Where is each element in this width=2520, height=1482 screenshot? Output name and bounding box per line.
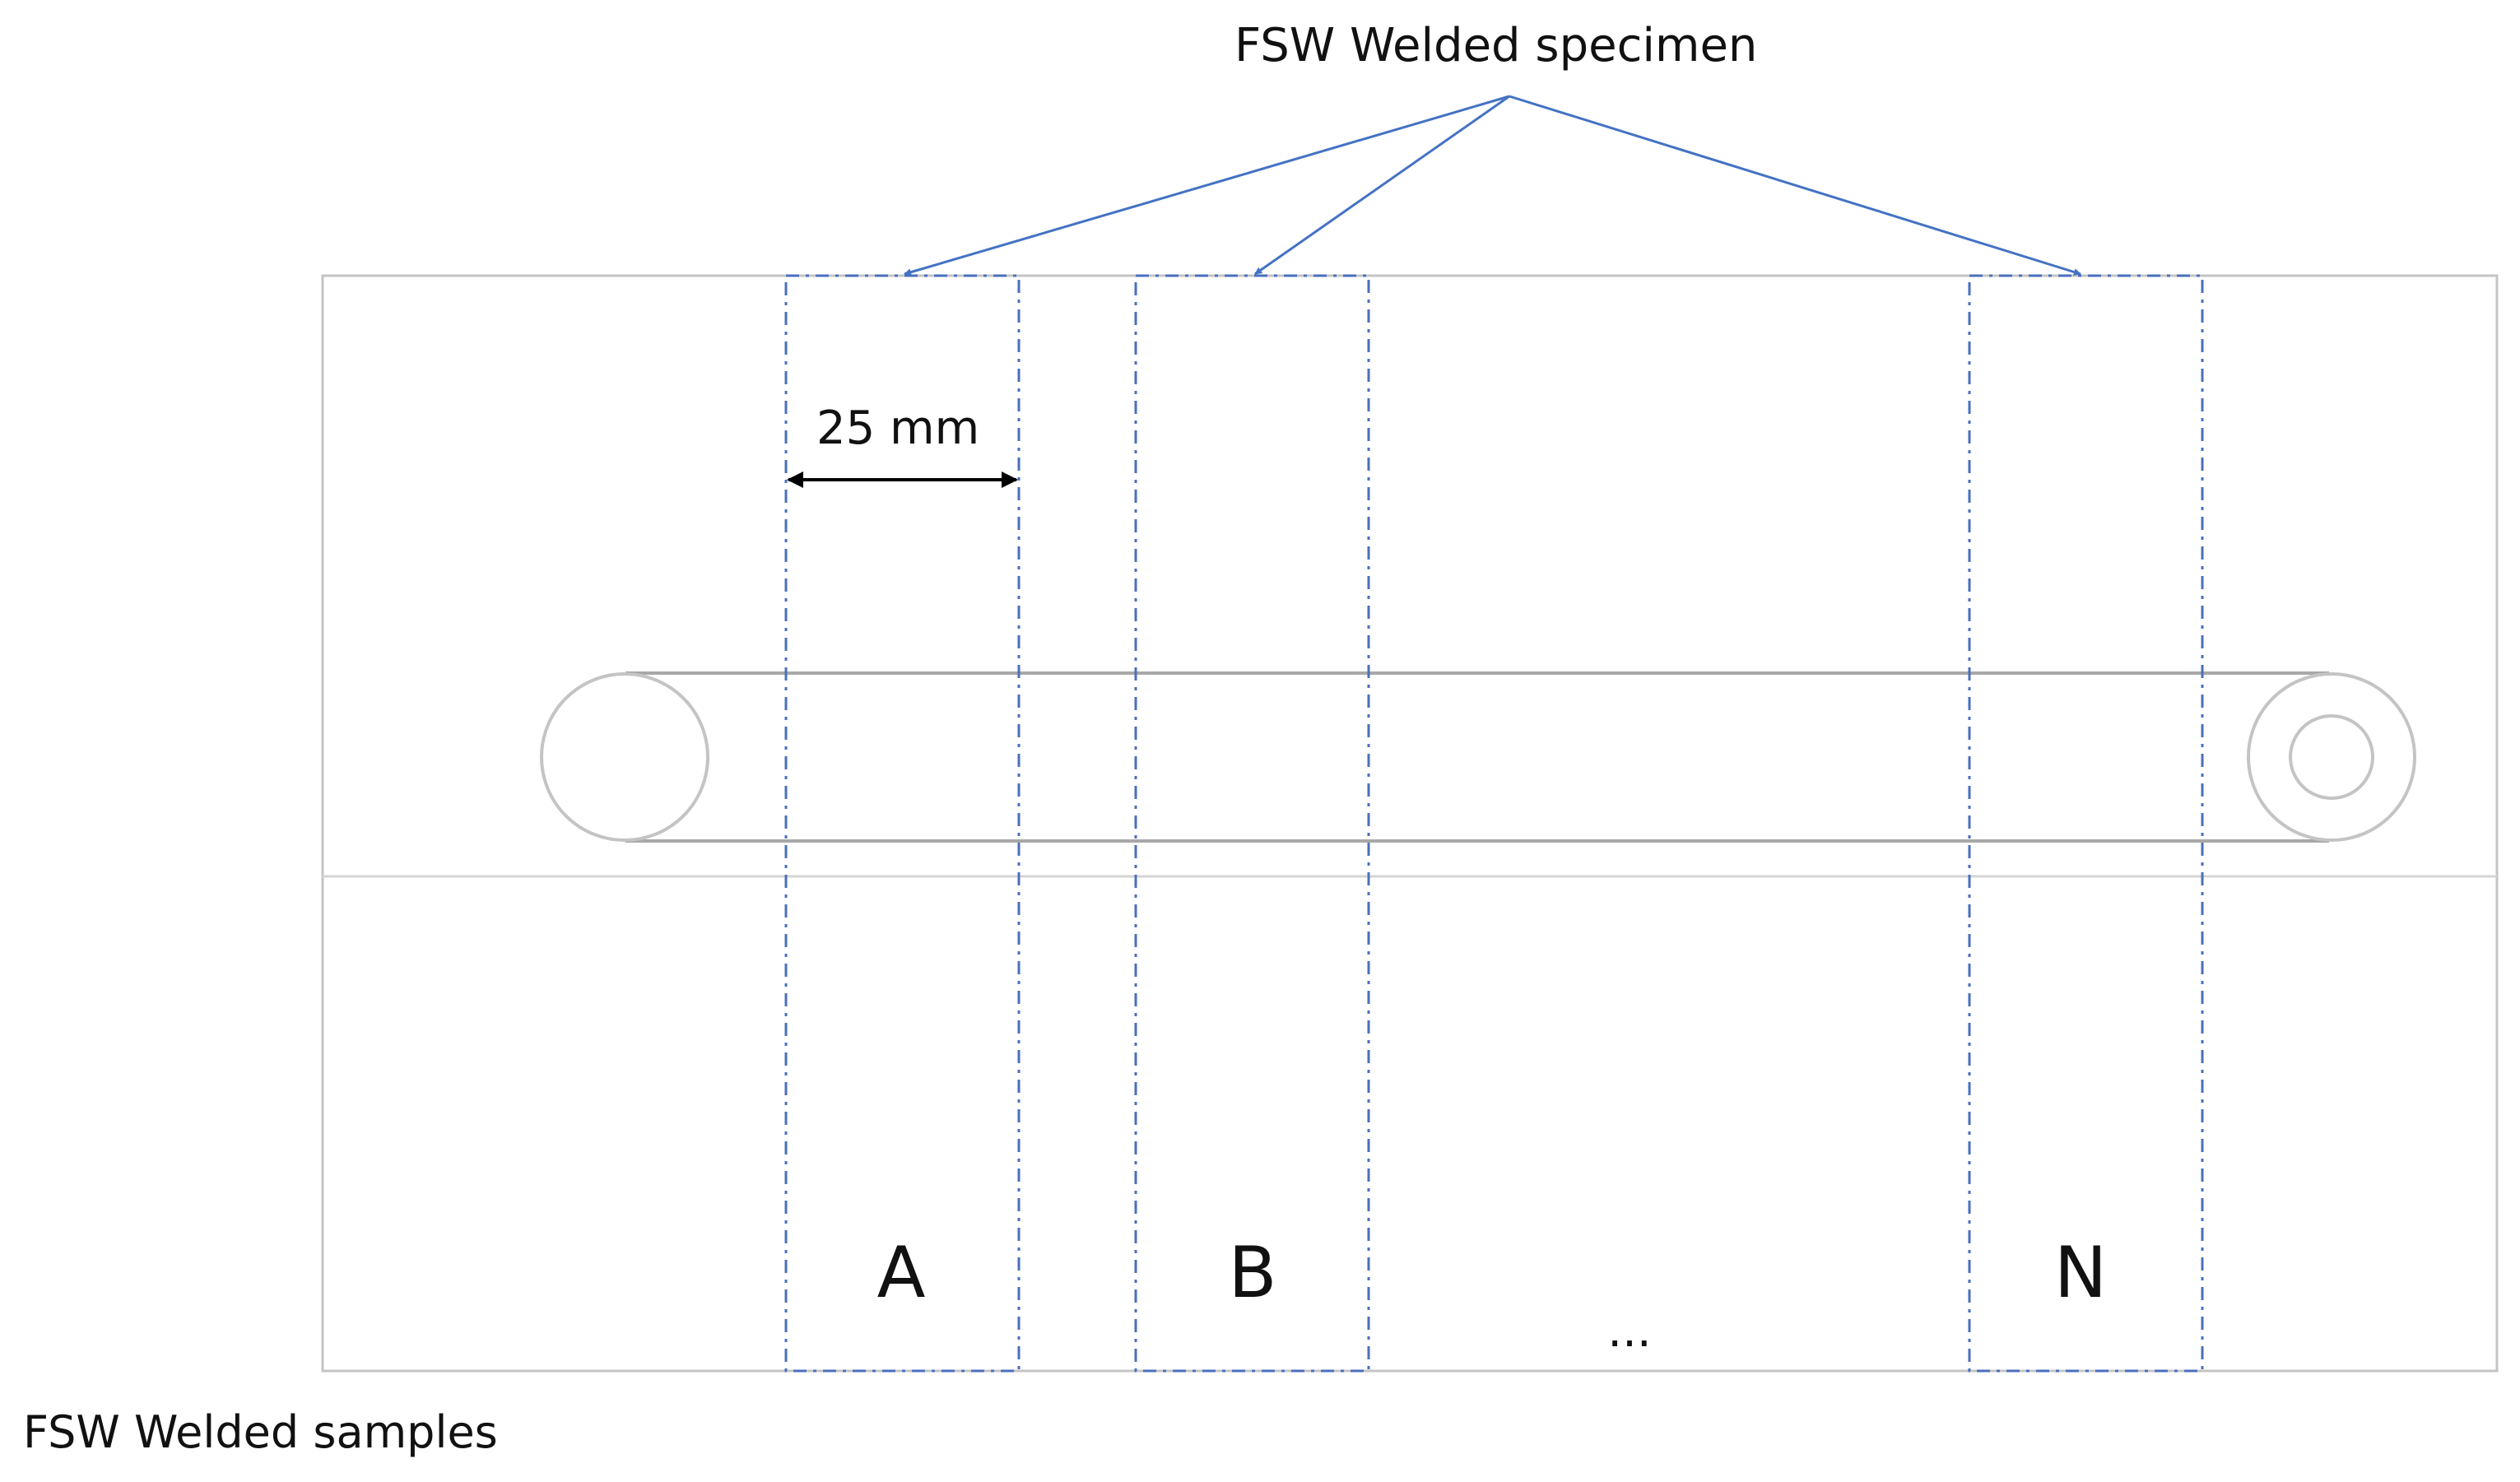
specimen-strip-b bbox=[1134, 274, 1370, 1373]
dimension-label: 25 mm bbox=[816, 402, 980, 455]
pointer-arrow-n bbox=[1509, 95, 2081, 276]
specimen-label-a: A bbox=[876, 1232, 926, 1314]
specimen-strip-n bbox=[1968, 274, 2204, 1373]
specimen-label-b: B bbox=[1228, 1232, 1277, 1314]
specimen-strip-a bbox=[784, 274, 1021, 1373]
right-inner-circle bbox=[2289, 714, 2374, 800]
samples-title: FSW Welded samples bbox=[23, 1406, 498, 1458]
ellipsis-label: ... bbox=[1607, 1304, 1652, 1358]
left-end-circle bbox=[540, 672, 709, 842]
pointer-arrow-a bbox=[904, 95, 1510, 276]
pointer-arrow-b bbox=[1254, 95, 1510, 276]
specimen-title: FSW Welded specimen bbox=[1234, 19, 1758, 72]
specimen-label-n: N bbox=[2053, 1232, 2108, 1314]
plate-outline bbox=[321, 274, 2499, 1373]
right-end-circle bbox=[2247, 672, 2416, 842]
tool-path-slot bbox=[540, 671, 2416, 843]
